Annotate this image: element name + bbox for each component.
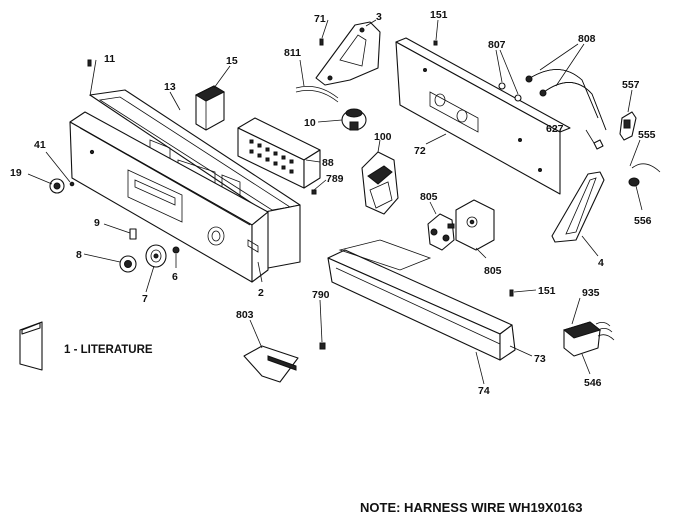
part-15-module: [194, 85, 226, 131]
hose-811: [295, 85, 339, 103]
callout-41: 41: [34, 139, 46, 151]
callout-9: 9: [94, 217, 100, 229]
part-7-dial: [145, 244, 167, 268]
leader-lines: [27, 19, 643, 385]
bracket-803: [243, 345, 299, 383]
callout-803: 803: [236, 309, 254, 321]
control-panel-frame-13: [89, 89, 301, 269]
callout-19: 19: [10, 167, 22, 179]
screw-11: [87, 59, 92, 67]
bracket-3: [315, 21, 381, 86]
callout-7: 7: [142, 293, 148, 305]
pressure-switch-10: [341, 108, 367, 131]
callout-2: 2: [258, 287, 264, 299]
callout-6: 6: [172, 271, 178, 283]
callout-935: 935: [582, 287, 600, 299]
callout-805-valve: 805: [420, 191, 438, 203]
callout-151-top: 151: [430, 9, 448, 21]
callout-3: 3: [376, 11, 382, 23]
part-805-module: [455, 199, 495, 251]
callout-556: 556: [634, 215, 652, 227]
part-557-clip: [619, 111, 637, 141]
wire-harness-546: [562, 321, 615, 357]
part-100-timer: [361, 151, 399, 215]
backsplash-panel-72: [395, 37, 571, 195]
callout-546: 546: [584, 377, 602, 389]
water-valve-805: [427, 213, 455, 251]
callout-100: 100: [374, 131, 392, 143]
callout-71: 71: [314, 13, 326, 25]
callout-555: 555: [638, 129, 656, 141]
callout-8: 8: [76, 249, 82, 261]
part-41: [69, 181, 75, 187]
washers-807: [498, 82, 522, 102]
part-19-knob: [49, 178, 65, 194]
callout-11: 11: [104, 53, 115, 65]
screw-151-lower: [509, 289, 514, 297]
callout-627: 627: [546, 123, 564, 135]
callout-151-lower: 151: [538, 285, 556, 297]
part-8-knob: [119, 255, 137, 273]
cord-555: [631, 163, 661, 173]
literature-booklet-icon: [19, 321, 43, 371]
callout-807: 807: [488, 39, 506, 51]
part-9: [129, 228, 137, 240]
side-bracket-4: [551, 171, 605, 243]
harness-note: NOTE: HARNESS WIRE WH19X0163: [360, 500, 583, 515]
screw-151-top: [433, 40, 438, 46]
lower-panel-73-74: [327, 239, 516, 361]
callout-73: 73: [534, 353, 546, 365]
part-556: [628, 177, 640, 187]
front-control-panel-2: [69, 111, 269, 283]
literature-label: 1 - LITERATURE: [64, 344, 153, 356]
screw-71: [319, 38, 324, 46]
callout-789: 789: [326, 173, 344, 185]
screw-789: [311, 189, 317, 195]
callout-805-module: 805: [484, 265, 502, 277]
callout-811: 811: [284, 47, 301, 59]
callout-10: 10: [304, 117, 316, 129]
callout-13: 13: [164, 81, 176, 93]
callout-808: 808: [578, 33, 596, 45]
callout-74: 74: [478, 385, 490, 397]
callout-557: 557: [622, 79, 640, 91]
electronic-control-board-88: [237, 117, 321, 189]
part-627-clip: [593, 139, 604, 150]
part-6: [172, 246, 180, 254]
callout-790: 790: [312, 289, 330, 301]
callout-15: 15: [226, 55, 238, 67]
callout-88: 88: [322, 157, 334, 169]
callout-4: 4: [598, 257, 604, 269]
screw-790: [319, 342, 326, 350]
callout-72: 72: [414, 145, 426, 157]
fill-hoses-808: [525, 69, 607, 131]
